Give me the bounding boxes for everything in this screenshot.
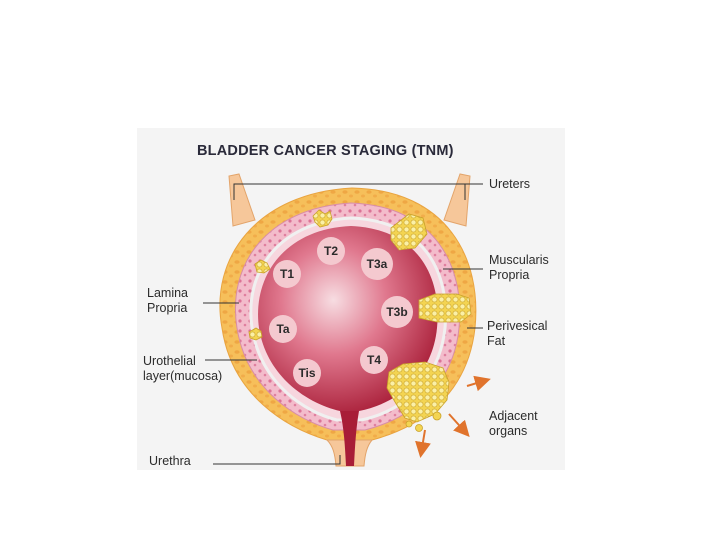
perivesical-label-line2: Fat — [487, 334, 506, 348]
lamina-label-line1: Lamina — [147, 286, 188, 300]
lamina-label: Lamina Propria — [147, 286, 188, 316]
perivesical-label-line1: Perivesical — [487, 319, 548, 333]
urothelial-label-line1: Urothelial — [143, 354, 196, 368]
stage-label: Tis — [298, 366, 315, 380]
stage-label: T4 — [367, 353, 381, 367]
ureters-tubes — [228, 173, 471, 227]
stage-label: T1 — [280, 267, 294, 281]
urethra-label: Urethra — [149, 454, 191, 468]
muscularis-label: Muscularis Propria — [489, 253, 549, 283]
stage-label: T3b — [386, 305, 407, 319]
urethra-tube — [325, 411, 374, 467]
bladder-diagram: T2 T1 T3a T3b Ta T4 Tis — [203, 173, 491, 467]
perivesical-label: Perivesical Fat — [487, 319, 547, 349]
stage-markers: T2 T1 T3a T3b Ta T4 Tis — [269, 237, 413, 387]
stage-label: T3a — [367, 257, 388, 271]
stage-label: Ta — [276, 322, 289, 336]
tumor-masses — [248, 209, 472, 432]
leader-lines — [203, 183, 483, 465]
adjacent-label-line2: organs — [489, 424, 528, 438]
lamina-label-line2: Propria — [147, 301, 188, 315]
diagram-panel: BLADDER CANCER STAGING (TNM) — [137, 128, 565, 470]
stage-label: T2 — [324, 244, 338, 258]
urothelial-label: Urothelial layer(mucosa) — [143, 354, 222, 384]
adjacent-label-line1: Adjacent — [489, 409, 538, 423]
muscularis-label-line1: Muscularis — [489, 253, 549, 267]
muscularis-label-line2: Propria — [489, 268, 530, 282]
spread-arrows — [415, 375, 491, 458]
diagram-title: BLADDER CANCER STAGING (TNM) — [197, 143, 454, 159]
urothelial-label-line2: layer(mucosa) — [143, 369, 223, 383]
ureters-label: Ureters — [489, 177, 530, 191]
adjacent-organs-label: Adjacent organs — [489, 409, 538, 439]
